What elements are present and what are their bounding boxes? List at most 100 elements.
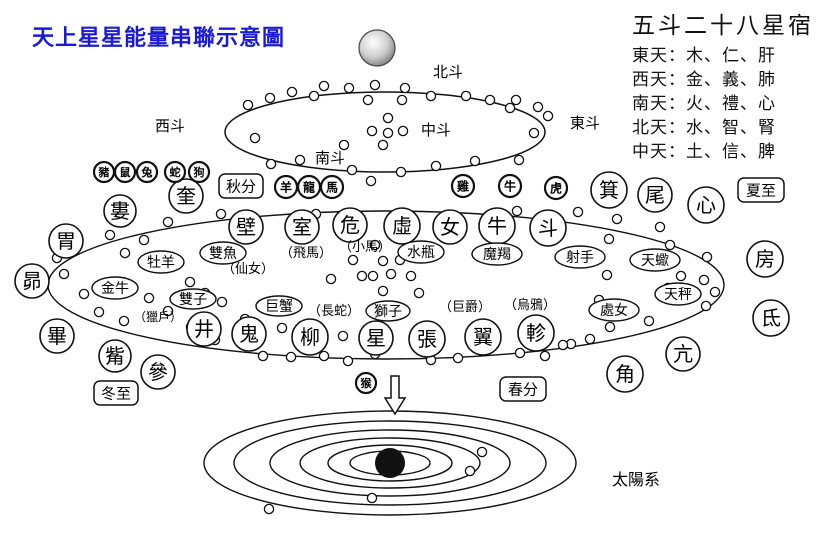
star-dot (611, 213, 623, 225)
mansion-fang: 房 (746, 240, 784, 278)
star-dot (318, 350, 330, 362)
star-dot (601, 269, 613, 281)
svg-text:雞: 雞 (456, 178, 469, 193)
legend-row-east: 東天：木、仁、肝 (632, 46, 776, 66)
zodiac-shuangyu: 雙魚 (199, 241, 247, 265)
svg-text:春分: 春分 (508, 380, 538, 398)
svg-text:牛: 牛 (504, 178, 516, 193)
star-dot (342, 355, 354, 367)
svg-text:虎: 虎 (550, 180, 562, 195)
star-dot (382, 127, 394, 139)
svg-text:冬至: 冬至 (101, 384, 131, 402)
zodiac-shuangzi: 雙子 (169, 288, 217, 310)
star-dot (215, 208, 227, 220)
star-dot (58, 268, 70, 280)
west-dipper-label: 西斗 (155, 117, 185, 135)
mansion-kui: 奎 (168, 178, 204, 214)
mansion-xing: 星 (358, 320, 394, 356)
sun-icon (375, 448, 405, 478)
star-dot (118, 315, 130, 327)
animal-ji: 雞 (450, 173, 476, 199)
svg-text:射手: 射手 (566, 250, 594, 266)
star-dot (263, 503, 275, 515)
svg-text:狗: 狗 (194, 165, 205, 179)
animal-topleft-1: 鼠 (113, 160, 137, 184)
animal-hu: 虎 (543, 175, 569, 201)
svg-text:室: 室 (292, 215, 312, 239)
star-dot (664, 239, 676, 251)
star-dot (397, 125, 409, 137)
legend-row-west: 西天：金、義、肺 (632, 70, 776, 90)
svg-text:雙子: 雙子 (179, 292, 207, 308)
star-dot (425, 90, 437, 102)
star-dot (318, 80, 330, 92)
star-dot (514, 347, 526, 359)
mansion-jing: 井 (186, 311, 222, 347)
star-dot (557, 339, 569, 351)
label-xiannu: （仙女） (222, 261, 274, 277)
mansion-xin: 心 (687, 186, 725, 224)
star-dot (382, 112, 394, 124)
star-dot (395, 166, 407, 178)
star-dot (700, 300, 712, 312)
star-dot (265, 158, 277, 170)
star-dot (510, 94, 522, 106)
star-dot (604, 321, 616, 333)
legend-title: 五斗二十八星宿 (632, 13, 814, 39)
animal-topleft-0: 豬 (92, 160, 116, 184)
mansion-yi: 翼 (464, 318, 502, 356)
mansion-wei_tail: 尾 (637, 177, 673, 213)
star-dot (396, 94, 408, 106)
star-dot (709, 286, 721, 298)
mansion-di: 氐 (752, 299, 790, 337)
star-dot (476, 446, 488, 458)
animal-top-2: 馬 (319, 174, 345, 200)
star-dot (377, 139, 389, 151)
animal-topleft-2: 兔 (135, 160, 159, 184)
page-title: 天上星星能量串聯示意圖 (32, 26, 286, 51)
star-dot (701, 251, 713, 263)
svg-text:雙魚: 雙魚 (209, 246, 237, 262)
animal-topleft-4: 狗 (187, 160, 211, 184)
svg-text:畢: 畢 (47, 324, 67, 348)
mansion-zhen: 軫 (517, 314, 555, 352)
mansion-lou: 婁 (103, 194, 137, 228)
star-dot (460, 90, 472, 102)
dipper-ellipse (224, 91, 546, 173)
star-dot (93, 306, 105, 318)
mansion-bi_wall: 壁 (228, 209, 264, 245)
zodiac-shizi: 獅子 (365, 300, 411, 322)
zodiac-muyang: 牡羊 (137, 250, 185, 274)
svg-text:井: 井 (194, 317, 214, 341)
star-dot (294, 154, 306, 166)
zodiac-tianxie: 天蠍 (629, 248, 681, 272)
svg-text:魔羯: 魔羯 (483, 247, 511, 263)
svg-text:蛇: 蛇 (170, 165, 181, 179)
svg-text:觜: 觜 (105, 344, 125, 368)
animal-topleft-3: 蛇 (163, 160, 187, 184)
mansion-bi_net: 畢 (39, 318, 75, 354)
svg-text:星: 星 (366, 326, 386, 350)
svg-text:豬: 豬 (98, 165, 110, 179)
svg-text:參: 參 (148, 360, 168, 384)
animal-niu: 牛 (497, 173, 523, 199)
star-dot (325, 273, 337, 285)
svg-text:軫: 軫 (526, 321, 546, 345)
star-dot (343, 82, 355, 94)
star-dot (365, 175, 377, 187)
mansion-jiao: 角 (606, 355, 644, 393)
label-wuya: （烏鴉） (504, 297, 556, 313)
star-dot (405, 270, 417, 282)
moon-icon (358, 29, 396, 67)
season-spring: 春分 (499, 376, 547, 402)
star-dot (513, 154, 525, 166)
mansion-liu: 柳 (291, 318, 329, 356)
svg-text:危: 危 (340, 213, 360, 237)
label-feima: （飛馬） (280, 246, 332, 261)
star-dot (675, 270, 687, 282)
star-dot (367, 270, 379, 282)
svg-text:房: 房 (755, 247, 775, 271)
star-dot (104, 229, 116, 241)
season-winter: 冬至 (93, 380, 139, 406)
star-dot (184, 276, 196, 288)
